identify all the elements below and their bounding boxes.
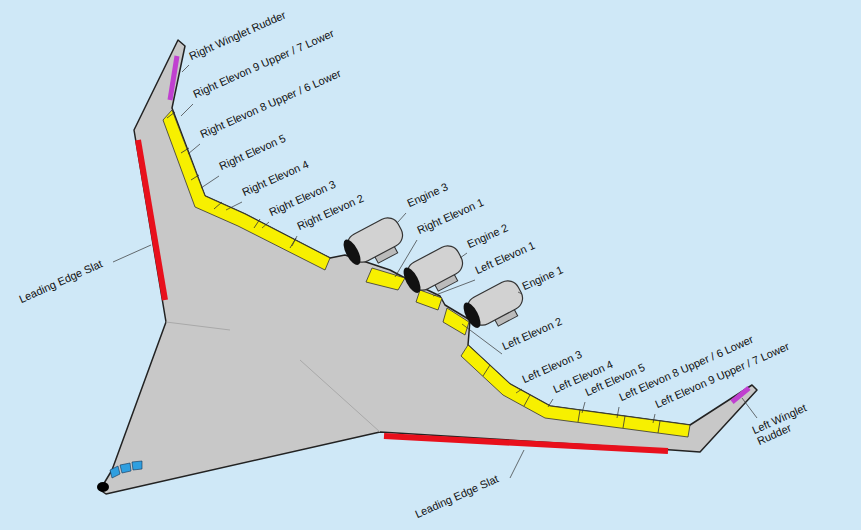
nose-tip xyxy=(97,482,109,492)
airframe xyxy=(100,40,757,494)
slat-label: Leading Edge Slat xyxy=(413,472,500,520)
cockpit-window xyxy=(110,466,120,478)
winglet-rudder xyxy=(732,388,749,402)
elevon-label: Left Elevon 1 xyxy=(473,239,537,276)
elevon xyxy=(416,290,442,310)
engine-label: Engine 1 xyxy=(520,263,565,292)
engine-label: Engine 2 xyxy=(465,221,510,250)
elevon xyxy=(366,268,405,290)
leader-lines xyxy=(113,65,757,478)
leading-edge-slat xyxy=(138,140,165,300)
cockpit-window xyxy=(120,463,131,473)
cockpit-window xyxy=(132,461,142,470)
slat-label: Leading Edge Slat xyxy=(17,257,104,305)
blend-line xyxy=(166,322,380,432)
engine xyxy=(460,277,530,338)
winglet-rudder xyxy=(170,56,177,100)
engine-label: Engine 3 xyxy=(405,180,450,209)
elevon-strip xyxy=(461,345,690,437)
rudder-label: Left Winglet Rudder xyxy=(750,397,824,447)
elevon-label: Right Elevon 5 xyxy=(217,132,287,172)
leading-edge-slat xyxy=(384,436,668,451)
engine xyxy=(340,214,410,275)
